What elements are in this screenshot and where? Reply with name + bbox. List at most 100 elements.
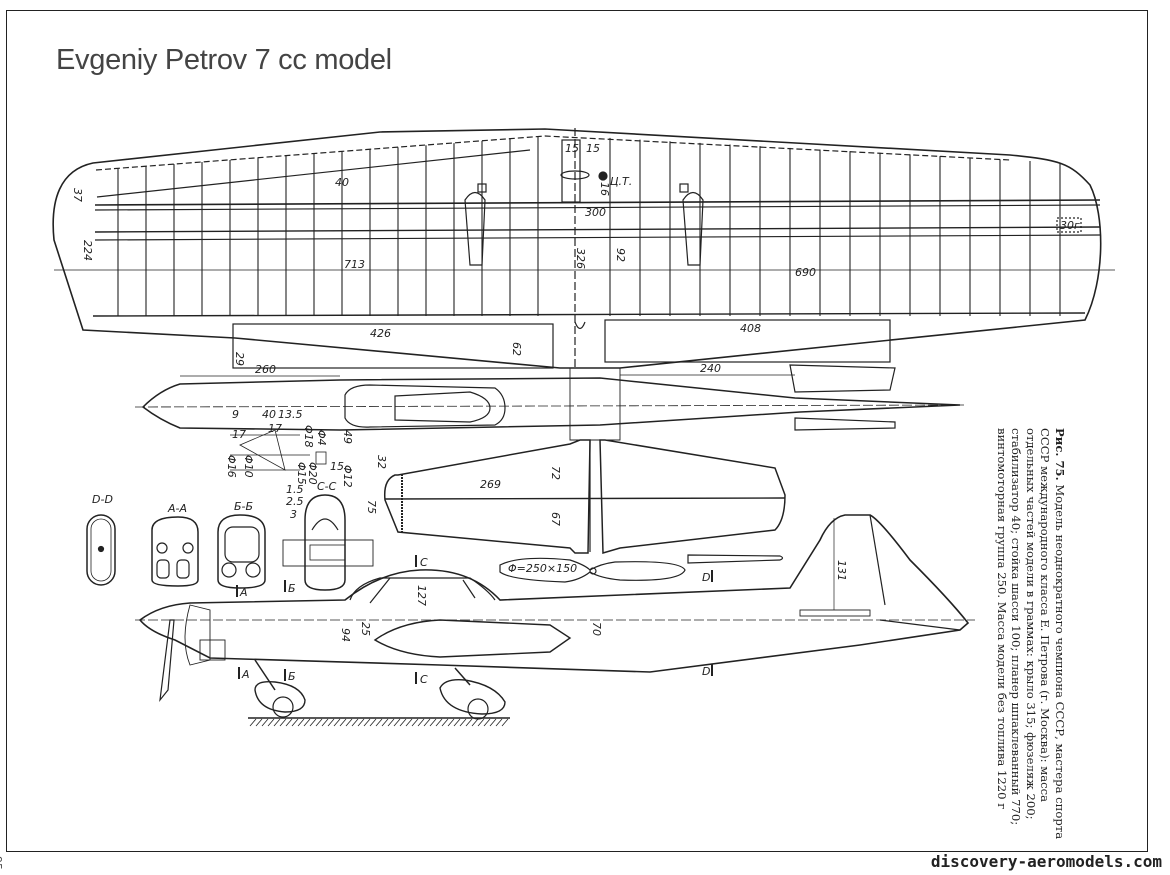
spar-main [94, 199, 1101, 206]
dim-9: 9 [232, 408, 239, 421]
ground-hatch-line [477, 718, 485, 727]
ground-hatch-line [291, 718, 299, 727]
pod-left-mount [477, 183, 487, 193]
dim-fin-height: 131 [835, 560, 848, 581]
tail-plane-top-upper [789, 364, 896, 393]
dim-40: 40 [262, 408, 276, 421]
ground-hatch-line [321, 718, 329, 727]
ground-hatch-line [273, 718, 281, 727]
ground-hatch-line [267, 718, 275, 727]
canopy-side [349, 577, 496, 601]
dim-bellcrank-a: 15 [565, 142, 579, 155]
dim-phi15: Φ15 [295, 462, 308, 485]
ground-hatch [248, 717, 510, 727]
ground-hatch-line [495, 718, 503, 727]
dim-center-chord: 326 [574, 248, 587, 269]
fuselage-side-view: 127 94 25 70 131 A Б C D [135, 514, 975, 727]
dim-tail-depth: 70 [590, 622, 603, 636]
dim-phi18: Φ18 [302, 425, 315, 448]
ground-hatch-line [297, 718, 305, 727]
ground-hatch-line [441, 718, 449, 727]
dim-phi16: Φ16 [225, 455, 238, 478]
section-mark-a-upper: A [239, 586, 248, 599]
engine-mount-detail [230, 429, 327, 471]
tip-weight-box [1056, 217, 1082, 233]
spar-rear [94, 226, 1101, 233]
cg-label: Ц.Т. [610, 175, 632, 188]
wing-ribs [117, 136, 1061, 316]
figure-caption: Рис. 75. Модель неоднократного чемпиона … [994, 428, 1067, 858]
flap-right [604, 319, 891, 363]
propeller-label: Φ=250×150 [508, 562, 577, 575]
ground-hatch-line [405, 718, 413, 727]
dim-cg-offset: 16 [598, 182, 611, 196]
ground-hatch-line [483, 718, 491, 727]
dim-17b: 17 [232, 428, 246, 441]
dim-root-chord-left: 224 [81, 240, 94, 261]
stabilizer-planform: 269 32 75 72 67 [365, 439, 786, 554]
wing-leading-edge-dashed [95, 135, 1011, 171]
section-a-a: A-A [151, 502, 199, 587]
ground-hatch-line [255, 718, 263, 727]
wheel-pant-front [254, 680, 306, 713]
pod-left [464, 191, 486, 266]
landing-gear [254, 659, 506, 720]
drawing-frame [6, 10, 1148, 852]
ground-hatch-line [429, 718, 437, 727]
tail-plane-top-lower [794, 417, 896, 431]
ground-hatch-line [249, 718, 257, 727]
fuselage-side-outline [138, 514, 970, 673]
ground-hatch-line [285, 718, 293, 727]
canopy-top-inner [394, 391, 491, 423]
propeller-side-blade [159, 619, 175, 703]
ground-hatch-line [381, 718, 389, 727]
ground-hatch-line [279, 718, 287, 727]
dim-nose-length: 260 [255, 363, 276, 376]
ground-hatch-line [369, 718, 377, 727]
dim-phi20: Φ20 [306, 462, 319, 485]
ground-hatch-line [411, 718, 419, 727]
wheel-rear [467, 698, 489, 720]
dim-body-depth: 94 [339, 628, 352, 642]
cg-marker [598, 171, 608, 181]
section-mark-d-upper: D [702, 571, 710, 584]
wing-planform: 40 37 224 713 690 326 300 92 426 408 62 … [52, 128, 1115, 369]
ground-hatch-line [471, 718, 479, 727]
dim-tank-depth: 25 [359, 622, 372, 636]
canopy-top [344, 384, 506, 428]
dim-bellcrank-b: 15 [586, 142, 600, 155]
stabilizer-hinge-line [384, 497, 786, 500]
section-b-b-label: Б-Б [234, 500, 253, 513]
dim-spar-offset: 300 [585, 206, 606, 219]
ground-hatch-line [261, 718, 269, 727]
bellcrank-hub [560, 170, 590, 180]
dim-17a: 17 [268, 422, 282, 435]
ground-hatch-line [435, 718, 443, 727]
dim-rib-spacing: 40 [335, 176, 349, 189]
ground-hatch-line [375, 718, 383, 727]
dim-3: 3 [290, 508, 297, 521]
propeller-hub [589, 567, 597, 575]
dim-half-span-right: 690 [795, 266, 816, 279]
page-number: 95 [0, 856, 4, 870]
ground-hatch-line [501, 718, 509, 727]
dim-tip-weight: 30г [1060, 219, 1080, 232]
ground-hatch-line [309, 718, 317, 727]
section-mark-d-lower: D [702, 665, 710, 678]
dim-flap-gap: 29 [233, 352, 246, 366]
dim-15: 15 [330, 460, 344, 473]
ground-hatch-line [399, 718, 407, 727]
ground-hatch-line [339, 718, 347, 727]
dim-49: 49 [341, 430, 354, 444]
engine-block [199, 639, 226, 661]
dim-flap-right: 408 [740, 322, 761, 335]
ground-hatch-line [303, 718, 311, 727]
dim-stab-span: 269 [480, 478, 501, 491]
spar-secondary [94, 204, 1101, 211]
section-mark-c-upper: C [420, 556, 428, 569]
trailing-edge-spar [92, 312, 1086, 317]
dim-13-5: 13.5 [278, 408, 303, 421]
ground-hatch-line [363, 718, 371, 727]
fuselage-top-outline [141, 377, 961, 431]
